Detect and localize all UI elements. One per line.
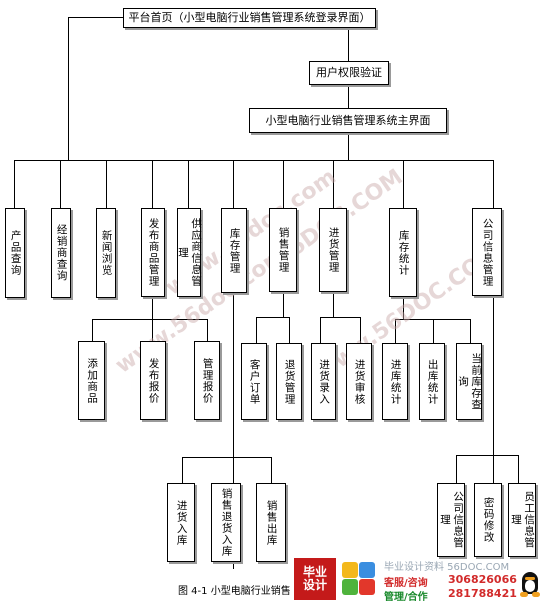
connector — [182, 457, 183, 483]
connector — [152, 319, 153, 341]
node-customer-order: 客户订单 — [241, 343, 267, 420]
connector — [182, 457, 271, 458]
node-sales-return-in: 销售退货入库 — [211, 483, 241, 562]
connector — [60, 160, 61, 208]
connector — [256, 317, 289, 318]
brand-logo: 毕业 设计 — [294, 558, 336, 600]
connector — [283, 292, 284, 317]
connector — [92, 319, 93, 341]
node-purchase-in: 进货入库 — [167, 483, 195, 562]
node-company-info: 公司信息管理 — [472, 208, 502, 296]
node-current-stock: 当前库存查询 — [456, 343, 482, 420]
brand-logo-line1: 毕业 — [302, 564, 327, 579]
connector — [348, 27, 349, 61]
connector — [395, 319, 396, 343]
connector — [360, 317, 361, 343]
connector — [14, 160, 15, 208]
connector — [518, 455, 519, 483]
connector — [92, 319, 207, 320]
connector — [14, 160, 493, 161]
connector — [348, 85, 349, 108]
node-return-manage: 退货管理 — [276, 343, 302, 420]
node-product-query: 产品查询 — [5, 208, 25, 298]
node-stock-manage: 库存管理 — [221, 208, 247, 293]
connector — [106, 160, 107, 208]
node-purchase-manage: 进货管理 — [319, 208, 347, 292]
connector — [188, 160, 189, 208]
brand-phone-1: 306826066 — [448, 573, 517, 586]
node-auth: 用户权限验证 — [309, 61, 389, 85]
node-news-browse: 新闻浏览 — [96, 208, 116, 298]
connector — [348, 133, 349, 160]
brand-site: 毕业设计资料 56DOC.COM — [384, 562, 510, 573]
node-publish-product: 发布商品管理 — [141, 208, 165, 297]
connector — [456, 455, 518, 456]
connector — [333, 292, 334, 317]
connector — [152, 297, 153, 319]
brand-service: 客服/咨询 — [384, 578, 428, 589]
connector — [233, 160, 234, 208]
brand-manage: 管理/合作 — [384, 592, 428, 603]
connector — [403, 160, 404, 208]
node-supplier-info: 供应商信息管理 — [177, 208, 202, 297]
node-sales-out: 销售出库 — [256, 483, 286, 562]
connector — [493, 160, 494, 208]
connector — [283, 160, 284, 208]
node-password-change: 密码修改 — [474, 483, 502, 557]
connector — [470, 319, 471, 343]
connector — [333, 160, 334, 208]
connector — [395, 319, 470, 320]
node-dealer-query: 经销商查询 — [51, 208, 71, 298]
node-main-ui: 小型电脑行业销售管理系统主界面 — [249, 108, 447, 133]
brand-logo-line2: 设计 — [302, 578, 327, 592]
connector — [289, 317, 290, 343]
figure-caption: 图 4-1 小型电脑行业销售 — [178, 586, 291, 597]
brand-banner: 毕业 设计 毕业设计资料 56DOC.COM 客服/咨询 管理/合作 30682… — [294, 556, 548, 603]
node-purchase-entry: 进货录入 — [311, 343, 336, 420]
connector — [256, 317, 257, 343]
connector — [68, 17, 123, 18]
node-stock-stats: 库存统计 — [389, 208, 417, 297]
node-purchase-review: 进货审核 — [346, 343, 372, 420]
node-sales-manage: 销售管理 — [269, 208, 297, 292]
connector — [233, 293, 234, 569]
penguin-icon — [520, 572, 540, 598]
connector — [493, 455, 494, 483]
connector — [207, 319, 208, 341]
connector — [456, 455, 457, 483]
node-out-stats: 出库统计 — [419, 343, 445, 420]
connector — [271, 457, 272, 483]
node-add-goods: 添加商品 — [78, 341, 105, 420]
node-login-page: 平台首页（小型电脑行业销售管理系统登录界面） — [123, 8, 376, 28]
connector — [403, 297, 404, 319]
connector — [68, 17, 69, 160]
puzzle-icon — [342, 562, 376, 596]
node-company-info-manage: 公司信息管理 — [437, 483, 465, 557]
node-manage-quote: 管理报价 — [194, 341, 220, 420]
brand-phone-2: 281788421 — [448, 587, 517, 600]
node-staff-info: 员工信息管理 — [508, 483, 536, 557]
connector — [493, 296, 494, 455]
connector — [320, 317, 360, 318]
node-in-stats: 进库统计 — [382, 343, 408, 420]
connector — [320, 317, 321, 343]
node-publish-quote: 发布报价 — [140, 341, 166, 420]
connector — [433, 319, 434, 343]
connector — [152, 160, 153, 208]
